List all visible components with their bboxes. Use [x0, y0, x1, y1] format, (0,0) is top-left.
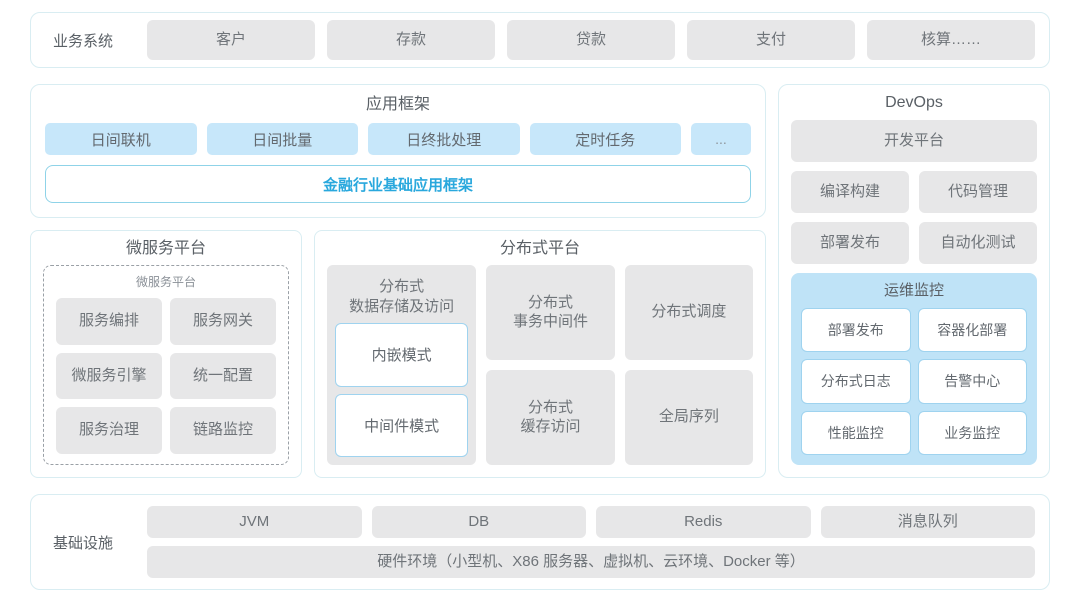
dist-item-cache-access[interactable]: 分布式 缓存访问 — [486, 370, 615, 465]
microservice-platform-dashed-group: 微服务平台 服务编排 服务网关 微服务引擎 统一配置 服务治理 链路监控 — [43, 265, 289, 465]
financial-base-framework-banner[interactable]: 金融行业基础应用框架 — [45, 165, 751, 203]
devops-item-automated-test[interactable]: 自动化测试 — [919, 222, 1037, 264]
business-system-item-payment[interactable]: 支付 — [687, 20, 855, 60]
application-framework-panel: 应用框架 日间联机 日间批量 日终批处理 定时任务 ... 金融行业基础应用框架 — [30, 84, 766, 218]
ops-item-business-monitoring[interactable]: 业务监控 — [917, 410, 1027, 455]
devops-row-deploy: 部署发布 自动化测试 — [791, 222, 1037, 264]
ops-item-containerized-deploy[interactable]: 容器化部署 — [917, 308, 1027, 353]
msp-item-microservice-engine[interactable]: 微服务引擎 — [56, 352, 162, 400]
application-framework-title: 应用框架 — [365, 96, 430, 113]
microservice-platform-inner-title: 微服务平台 — [135, 275, 196, 289]
infrastructure-body: JVM DB Redis 消息队列 硬件环境（小型机、X86 服务器、虚拟机、云… — [147, 506, 1035, 578]
microservice-platform-panel: 微服务平台 微服务平台 服务编排 服务网关 微服务引擎 统一配置 服务治理 链路… — [30, 230, 302, 478]
platform-column: 应用框架 日间联机 日间批量 日终批处理 定时任务 ... 金融行业基础应用框架… — [30, 84, 766, 478]
ops-monitoring-panel: 运维监控 部署发布 容器化部署 分布式日志 告警中心 性能监控 业务监控 — [791, 273, 1037, 465]
storage-mode-middleware[interactable]: 中间件模式 — [335, 393, 469, 457]
app-framework-chip-eod-batch[interactable]: 日终批处理 — [368, 123, 520, 155]
business-systems-label: 业务系统 — [52, 32, 113, 50]
msp-item-service-gateway[interactable]: 服务网关 — [170, 298, 276, 345]
devops-item-dev-platform[interactable]: 开发平台 — [791, 120, 1037, 162]
ops-item-distributed-logging[interactable]: 分布式日志 — [801, 359, 911, 404]
app-framework-chip-daytime-online[interactable]: 日间联机 — [45, 123, 197, 155]
business-systems-panel: 业务系统 客户 存款 贷款 支付 核算…… — [30, 12, 1050, 68]
middle-area: 应用框架 日间联机 日间批量 日终批处理 定时任务 ... 金融行业基础应用框架… — [30, 84, 1050, 478]
distributed-platform-panel: 分布式平台 分布式 数据存储及访问 内嵌模式 中间件模式 分布式 事务中间件 分… — [314, 230, 766, 478]
ops-item-deploy-release[interactable]: 部署发布 — [801, 308, 911, 353]
infrastructure-label: 基础设施 — [52, 534, 113, 552]
msp-item-trace-monitoring[interactable]: 链路监控 — [170, 407, 276, 454]
devops-column: DevOps 开发平台 编译构建 代码管理 部署发布 自动化测试 运维监控 部署… — [778, 84, 1050, 478]
infra-item-hardware-environment[interactable]: 硬件环境（小型机、X86 服务器、虚拟机、云环境、Docker 等） — [147, 546, 1035, 578]
dist-item-transaction-middleware[interactable]: 分布式 事务中间件 — [486, 265, 615, 360]
distributed-storage-title: 分布式 数据存储及访问 — [349, 278, 455, 315]
distributed-platform-grid: 分布式 事务中间件 分布式调度 分布式 缓存访问 全局序列 — [486, 265, 753, 465]
devops-item-deploy-release[interactable]: 部署发布 — [791, 222, 909, 264]
msp-item-service-governance[interactable]: 服务治理 — [56, 407, 162, 454]
dist-item-global-sequence[interactable]: 全局序列 — [624, 370, 753, 465]
distributed-storage-card[interactable]: 分布式 数据存储及访问 内嵌模式 中间件模式 — [327, 265, 477, 465]
storage-mode-embedded[interactable]: 内嵌模式 — [335, 323, 469, 387]
devops-item-code-management[interactable]: 代码管理 — [919, 171, 1037, 213]
microservice-platform-grid: 服务编排 服务网关 微服务引擎 统一配置 服务治理 链路监控 — [56, 298, 276, 454]
app-framework-chip-daytime-batch[interactable]: 日间批量 — [206, 123, 358, 155]
business-system-item-customer[interactable]: 客户 — [147, 20, 315, 60]
infrastructure-chip-row: JVM DB Redis 消息队列 — [147, 506, 1035, 538]
business-system-item-deposit[interactable]: 存款 — [327, 20, 495, 60]
msp-item-service-orchestration[interactable]: 服务编排 — [56, 298, 162, 345]
infra-item-redis[interactable]: Redis — [596, 506, 811, 538]
infra-item-message-queue[interactable]: 消息队列 — [820, 506, 1035, 538]
application-framework-chip-row: 日间联机 日间批量 日终批处理 定时任务 ... — [45, 123, 751, 155]
distributed-platform-title: 分布式平台 — [499, 240, 580, 257]
dist-item-scheduling[interactable]: 分布式调度 — [624, 265, 753, 360]
devops-item-compile-build[interactable]: 编译构建 — [791, 171, 909, 213]
infra-item-jvm[interactable]: JVM — [147, 506, 362, 538]
app-framework-chip-more[interactable]: ... — [691, 123, 751, 155]
devops-title: DevOps — [885, 94, 943, 111]
msp-item-unified-config[interactable]: 统一配置 — [170, 352, 276, 400]
infra-item-db[interactable]: DB — [371, 506, 586, 538]
distributed-platform-body: 分布式 数据存储及访问 内嵌模式 中间件模式 分布式 事务中间件 分布式调度 分… — [327, 265, 753, 465]
devops-panel: DevOps 开发平台 编译构建 代码管理 部署发布 自动化测试 运维监控 部署… — [778, 84, 1050, 478]
ops-item-performance-monitoring[interactable]: 性能监控 — [801, 410, 911, 455]
business-system-item-accounting[interactable]: 核算…… — [867, 20, 1035, 60]
ops-item-alert-center[interactable]: 告警中心 — [917, 359, 1027, 404]
business-system-item-loan[interactable]: 贷款 — [507, 20, 675, 60]
app-framework-chip-scheduled-task[interactable]: 定时任务 — [529, 123, 681, 155]
infrastructure-panel: 基础设施 JVM DB Redis 消息队列 硬件环境（小型机、X86 服务器、… — [30, 494, 1050, 590]
ops-monitoring-grid: 部署发布 容器化部署 分布式日志 告警中心 性能监控 业务监控 — [801, 308, 1027, 455]
platforms-row: 微服务平台 微服务平台 服务编排 服务网关 微服务引擎 统一配置 服务治理 链路… — [30, 230, 766, 478]
ops-monitoring-title: 运维监控 — [883, 282, 944, 299]
microservice-platform-title: 微服务平台 — [125, 240, 206, 257]
devops-row-build: 编译构建 代码管理 — [791, 171, 1037, 213]
